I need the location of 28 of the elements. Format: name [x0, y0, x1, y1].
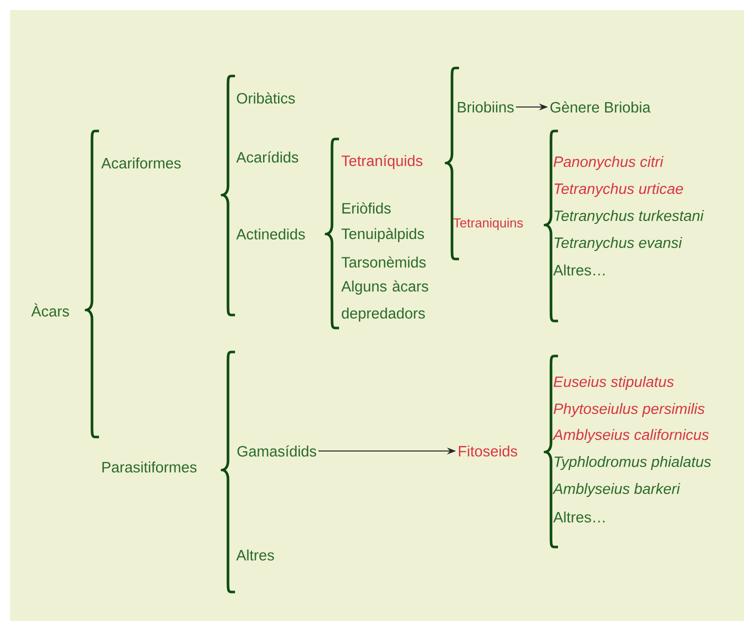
taxon-label: Tarsonèmids — [342, 256, 426, 268]
taxon-label: Phytoseiulus persimilis — [554, 403, 705, 417]
taxon-label: Acariformes — [101, 158, 181, 168]
taxon-label: Actinedids — [236, 228, 305, 240]
taxon-label: Alguns àcars depredadors — [341, 280, 428, 322]
taxon-label: Amblyseius barkeri — [552, 483, 680, 497]
taxon-label: Tetraniquins — [454, 218, 523, 230]
taxon-label: Panonychus citri — [554, 156, 664, 170]
taxon-label: Briobiins — [458, 102, 514, 112]
taxon-label: Fitoseids — [458, 446, 518, 456]
taxon-label: Typhlodromus phialatus — [554, 456, 711, 470]
taxon-label: Altres… — [553, 512, 604, 522]
taxon-label: Tetranychus evansi — [554, 237, 682, 251]
taxon-label: Eriòfids — [342, 202, 391, 214]
taxon-label: Altres — [236, 550, 274, 560]
taxon-label: Amblyseius californicus — [552, 429, 709, 443]
taxon-label: Acarídids — [236, 151, 298, 163]
taxon-label: Oribàtics — [236, 92, 295, 104]
taxon-label: Gènere Briobia — [550, 101, 651, 113]
taxon-label: Parasitiformes — [102, 462, 196, 472]
taxon-label: Tetranychus urticae — [554, 183, 683, 197]
taxon-label: Gamasídids — [237, 445, 316, 457]
taxon-label: Euseius stipulatus — [554, 376, 674, 390]
taxon-label: Àcars — [31, 303, 69, 317]
taxon-label: Tetranychus turkestani — [554, 210, 704, 224]
taxon-label: Tenuipàlpids — [342, 228, 424, 242]
taxon-label: Altres… — [553, 264, 604, 276]
taxon-label: Tetraníquids — [342, 154, 422, 170]
